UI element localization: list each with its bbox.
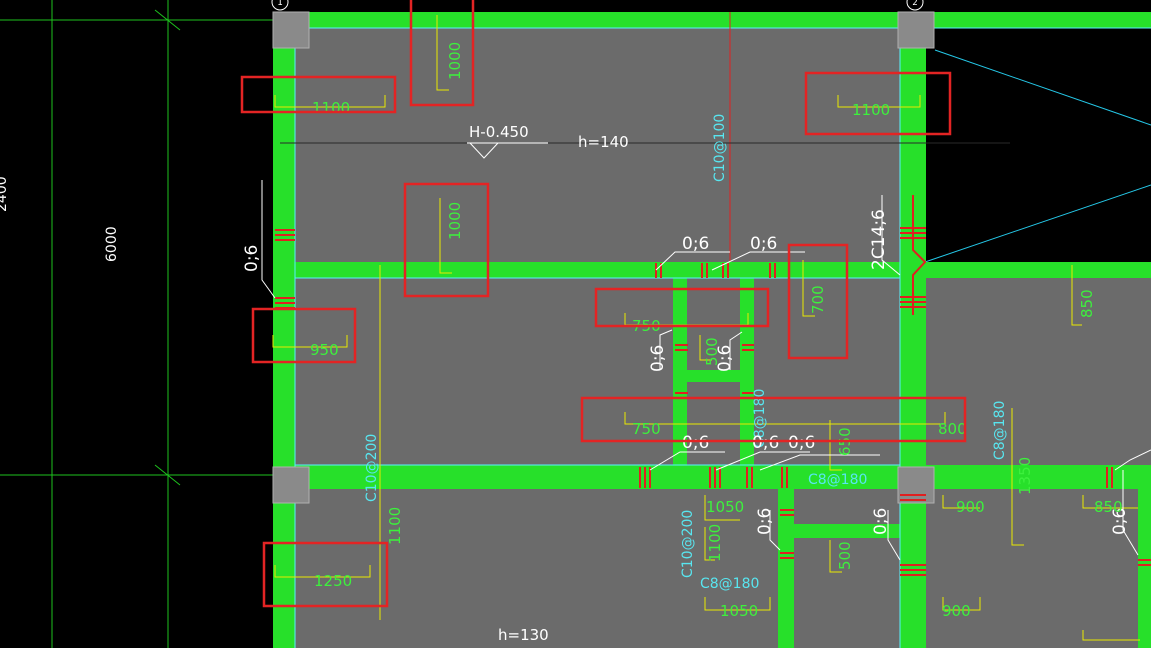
guide-lines	[924, 49, 1151, 263]
dimension-texts: 1100 1000 1100 1000 950 750 700 500 850 …	[310, 42, 1123, 620]
dim-text: 1000	[446, 42, 464, 80]
beam-edges	[294, 27, 1151, 648]
dim-text: 1050	[720, 602, 758, 620]
callout-diagonal-bar: 2C14;6	[869, 209, 889, 270]
slab-thickness-upper: h=140	[578, 133, 629, 151]
leader-lines	[261, 180, 1151, 561]
dim-text: 1050	[706, 498, 744, 516]
highlight-box	[403, 182, 490, 298]
dim-text: 1100	[386, 507, 404, 545]
dim-text: 1250	[314, 572, 352, 590]
dim-text: 1100	[312, 99, 350, 117]
dim-text: 1000	[446, 202, 464, 240]
svg-text:2: 2	[912, 0, 917, 8]
bar-mark: 0;6	[715, 345, 735, 372]
rebar-callouts: C10@100 C8@180 C8@180 C10@200 C10@200 C8…	[364, 114, 1008, 592]
highlight-boxes	[240, 0, 967, 608]
span-dimension-6000: 6000	[104, 226, 120, 262]
bar-mark: 0;6	[752, 433, 779, 453]
highlight-box	[594, 287, 770, 328]
bar-mark: 0;6	[1110, 508, 1130, 535]
bar-mark: 0;6	[750, 234, 777, 254]
bar-mark: 0;6	[755, 508, 775, 535]
bar-mark: 0;6	[682, 433, 709, 453]
callout-left-lower: C10@200	[364, 434, 380, 502]
bar-mark: 0;6	[682, 234, 709, 254]
bar-mark: 0;6	[871, 508, 891, 535]
bar-mark: 0;6	[788, 433, 815, 453]
dim-text: 800	[938, 420, 967, 438]
dim-text: 750	[632, 420, 661, 438]
callout-horizontal-mid: C8@180	[808, 472, 867, 488]
highlight-box	[804, 71, 952, 136]
span-dimension-partial: 2400	[0, 176, 10, 212]
columns	[272, 11, 935, 504]
dim-text: 1100	[706, 524, 724, 562]
bent-bar	[912, 195, 927, 315]
dim-text: 900	[956, 498, 985, 516]
highlight-box	[409, 0, 475, 107]
callout-vertical-upper: C10@100	[712, 114, 728, 182]
dim-text: 1350	[1016, 457, 1034, 495]
dim-text: 900	[942, 602, 971, 620]
axis-bubble-1: 1	[271, 0, 289, 11]
dim-text: 850	[1078, 289, 1096, 318]
callout-right-mid: C8@180	[992, 401, 1008, 460]
dim-text: 500	[836, 541, 854, 570]
elevation-marker: H-0.450	[467, 123, 548, 159]
bar-marks: 0;6 0;6 0;6 0;6 0;6 0;6 0;6 0;6 0;6 0;6	[242, 234, 1130, 535]
beams	[273, 12, 1151, 648]
dim-text: 950	[310, 341, 339, 359]
bar-mark: 0;6	[648, 345, 668, 372]
slab-thickness-lower: h=130	[498, 626, 549, 644]
dim-text: 850	[1094, 498, 1123, 516]
highlight-box	[580, 396, 967, 443]
dim-text: 1100	[852, 101, 890, 119]
highlight-box	[240, 75, 397, 114]
bar-mark: 0;6	[242, 245, 262, 272]
highlight-box	[262, 541, 389, 608]
axis-bubble-2: 2	[906, 0, 924, 11]
svg-text:H-0.450: H-0.450	[469, 123, 529, 141]
callout-vertical-mid: C8@180	[752, 389, 768, 448]
dim-text: 500	[703, 337, 721, 366]
highlight-box	[251, 307, 357, 364]
svg-text:1: 1	[277, 0, 282, 8]
callout-lower-left-bar: C10@200	[680, 510, 696, 578]
dim-text: 700	[809, 285, 827, 314]
highlight-box	[787, 243, 849, 360]
callout-lower-horizontal: C8@180	[700, 576, 759, 592]
